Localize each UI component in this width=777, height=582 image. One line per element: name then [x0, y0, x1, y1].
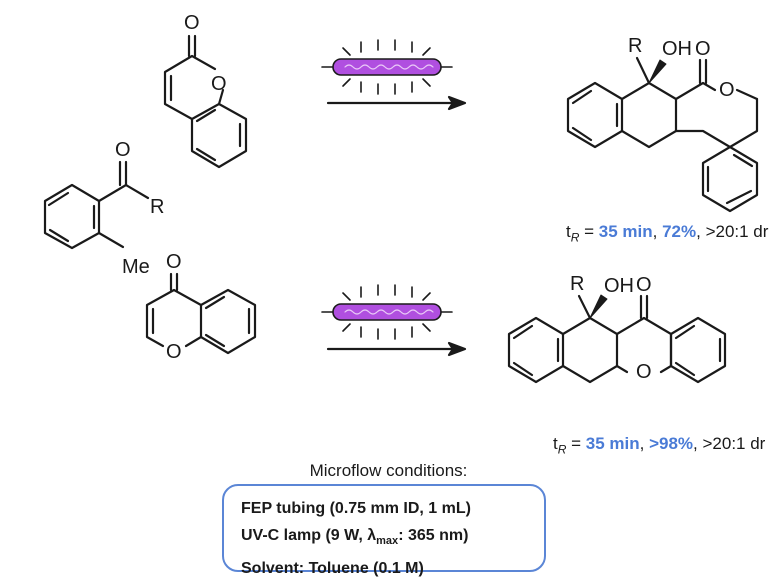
condition-lamp-lambda: λ: [367, 527, 377, 544]
top-result-dr: , >20:1 dr: [696, 222, 769, 241]
ketone-oxygen-label: O: [115, 139, 131, 161]
aryl-ketone-structure: [43, 160, 150, 250]
bottom-result-t: t: [553, 434, 558, 453]
top-result-t: t: [566, 222, 571, 241]
bottom-wedge-bond: [589, 294, 608, 319]
bottom-product-carbonyl-oxygen-label: O: [636, 274, 652, 296]
top-result-line: tR = 35 min, 72%, >20:1 dr: [566, 222, 768, 244]
condition-lamp-pre: UV-C lamp (9 W,: [241, 527, 368, 544]
condition-solvent: Solvent: Toluene (0.1 M): [241, 560, 424, 578]
condition-lamp: UV-C lamp (9 W, λmax: 365 nm): [241, 522, 544, 555]
bottom-result-t-sub: R: [557, 442, 567, 457]
bottom-result-sep: ,: [639, 434, 650, 453]
bottom-result-time: 35 min: [585, 434, 640, 453]
top-result-t-sub: R: [570, 230, 580, 245]
bottom-product-r-label: R: [570, 273, 585, 295]
coumarin-carbonyl-oxygen-label: O: [184, 12, 200, 34]
bottom-product-structure: [507, 294, 727, 384]
bottom-result-line: tR = 35 min, >98%, >20:1 dr: [553, 434, 765, 456]
bottom-result-yield: >98%: [649, 434, 694, 453]
top-product-ring-oxygen-label: O: [719, 79, 735, 101]
bottom-uv-lamp-icon: [321, 284, 453, 340]
coumarin-structure: [163, 34, 248, 169]
top-reaction-arrow-head: [447, 95, 467, 111]
conditions-box: FEP tubing (0.75 mm ID, 1 mL) UV-C lamp …: [222, 484, 546, 577]
top-wedge-bond: [648, 59, 667, 84]
top-result-eq: =: [579, 222, 599, 241]
bottom-product-oh-label: OH: [604, 275, 634, 297]
bottom-result-eq: =: [566, 434, 586, 453]
bottom-reaction-arrow-head: [447, 341, 467, 357]
top-product-oh-label: OH: [662, 38, 692, 60]
chromone-ring-oxygen-label: O: [166, 341, 182, 363]
top-result-time: 35 min: [598, 222, 653, 241]
ketone-r-group-label: R: [150, 196, 165, 218]
top-product-structure: [566, 56, 759, 213]
top-uv-lamp-icon: [321, 39, 453, 95]
coumarin-ring-oxygen-label: O: [211, 73, 227, 95]
conditions-title: Microflow conditions:: [309, 461, 468, 480]
chromone-carbonyl-oxygen-label: O: [166, 251, 182, 273]
bottom-result-dr: , >20:1 dr: [693, 434, 766, 453]
top-result-yield: 72%: [662, 222, 697, 241]
condition-lamp-post: : 365 nm): [398, 527, 469, 544]
bottom-product-ring-oxygen-label: O: [636, 361, 652, 383]
chromone-structure: [145, 272, 257, 355]
condition-lamp-lambda-sub: max: [376, 535, 399, 548]
top-product-carbonyl-oxygen-label: O: [695, 38, 711, 60]
methyl-label: Me: [122, 256, 150, 278]
condition-tubing: FEP tubing (0.75 mm ID, 1 mL): [241, 500, 471, 517]
top-result-sep: ,: [652, 222, 663, 241]
top-product-r-label: R: [628, 35, 643, 57]
